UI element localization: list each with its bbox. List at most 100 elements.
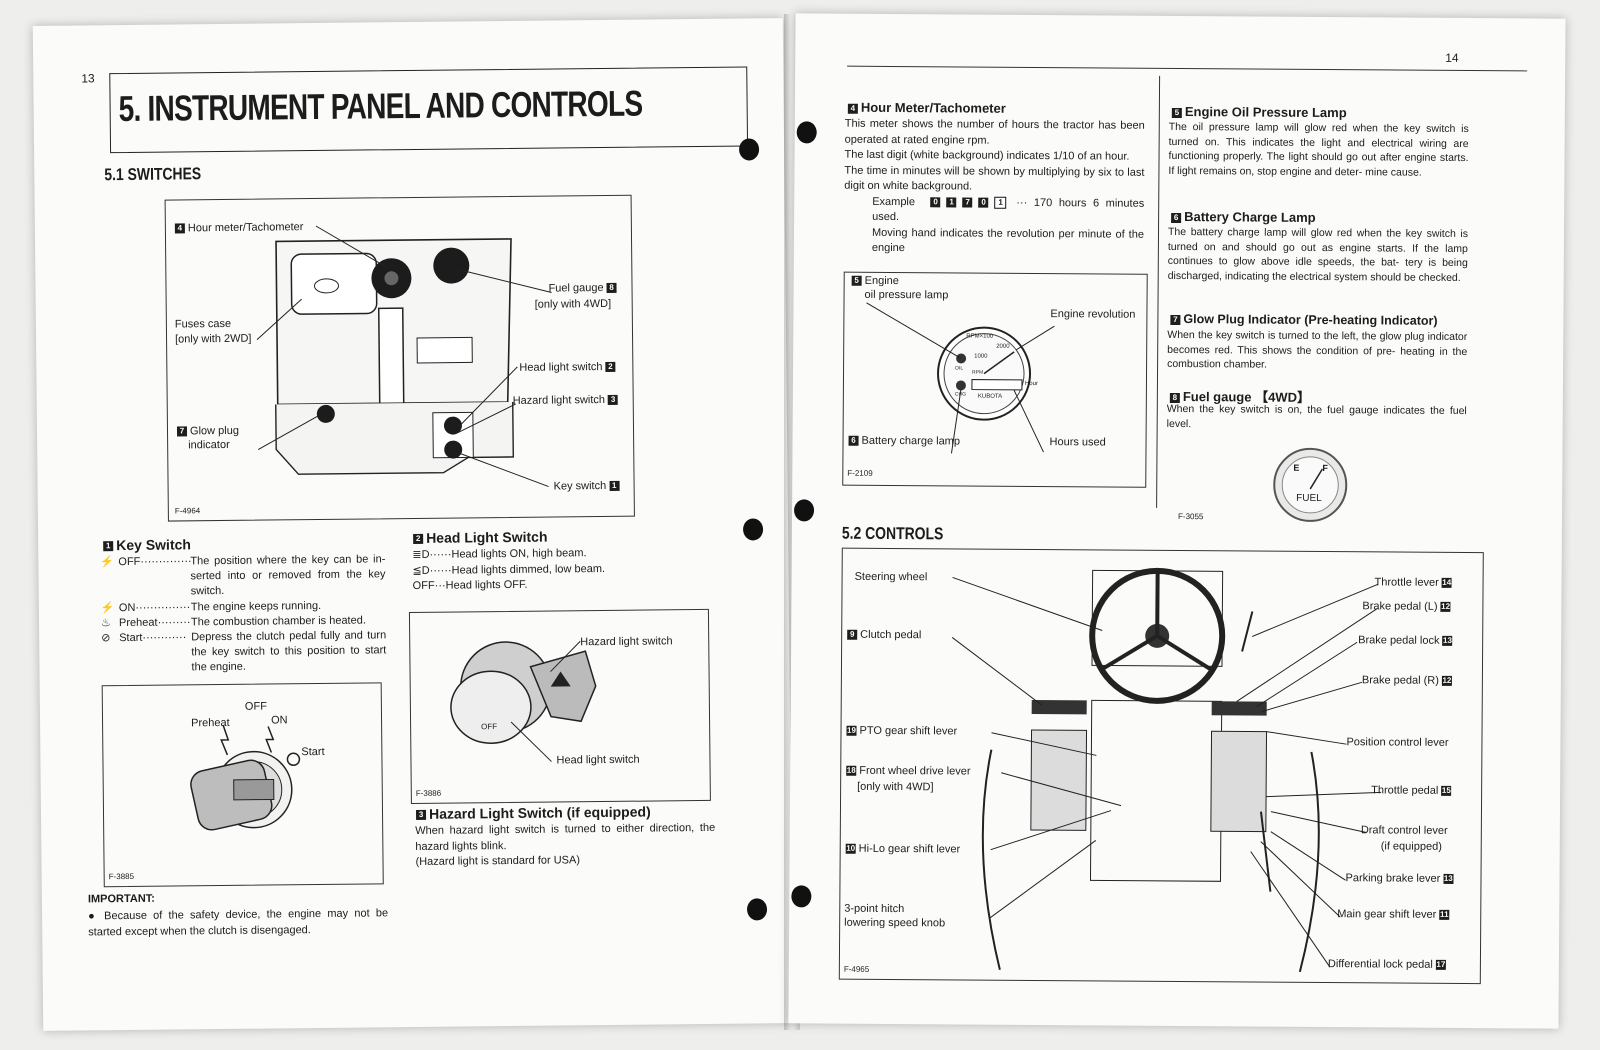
hazard-switch-label: Hazard light switch	[580, 635, 673, 649]
oil-lamp-text: The oil pressure lamp will glow red when…	[1168, 120, 1469, 179]
start-label: Start	[301, 745, 325, 759]
tractor-controls-illustration	[951, 567, 1382, 973]
front-wheel-drive-note: [only with 4WD]	[857, 780, 934, 794]
binder-hole	[793, 499, 815, 522]
gauge-e-label: E	[1293, 462, 1300, 473]
oil-pressure-label: oil pressure lamp	[864, 288, 949, 302]
draft-control-lever-label: Draft control lever	[1360, 824, 1448, 837]
fuel-gauge-text: When the key switch is on, the fuel gaug…	[1166, 402, 1467, 430]
three-point-hitch-label: 3-point hitch	[844, 902, 905, 916]
figure-code: F-4964	[174, 506, 201, 516]
chapter-title-box: 5. INSTRUMENT PANEL AND CONTROLS	[109, 66, 749, 154]
draft-control-note: (if equipped)	[1380, 840, 1442, 853]
tachometer-figure: RPM×100 2000 1000 OIL CHG RPM Hour KUBOT…	[842, 271, 1148, 488]
page-number: 13	[81, 71, 95, 86]
binder-hole	[742, 518, 764, 541]
fuel-gauge-figure: E F FUEL	[1260, 445, 1361, 526]
dial-mark: 2000	[996, 343, 1010, 350]
heater-icon: ♨	[100, 617, 111, 630]
on-label: ON	[270, 714, 288, 727]
glow-plug-text: When the key switch is turned to the lef…	[1167, 328, 1468, 371]
dashboard-illustration	[256, 225, 552, 488]
figure-code: F-3885	[108, 871, 135, 882]
hour-meter-text: This meter shows the number of hours the…	[844, 117, 1145, 255]
steering-wheel-label: Steering wheel	[854, 570, 928, 584]
hazard-figure: Hazard light switch Head light switch OF…	[408, 608, 711, 805]
key-figure: Preheat OFF ON Start F-3885	[101, 682, 384, 888]
head-switch-label: Head light switch	[556, 753, 640, 767]
dial-brand-text: KUBOTA	[977, 393, 1003, 400]
fuel-gauge-illustration	[1273, 447, 1348, 522]
important-heading: IMPORTANT:	[87, 892, 155, 906]
start-icon: ⊘	[101, 632, 111, 645]
lightning-icon: ⚡	[100, 556, 115, 569]
dial-top-text: RPM×100	[966, 333, 994, 340]
figure-code: F-3055	[1178, 512, 1204, 522]
key-switch-illustration	[190, 724, 301, 831]
gauge-fuel-label: FUEL	[1296, 492, 1322, 505]
dial-rpm-text: RPM	[972, 369, 984, 376]
important-text: ● Because of the safety device, the engi…	[88, 907, 389, 938]
figure-code: F-4965	[843, 964, 870, 974]
dial-mark: 1000	[974, 353, 988, 360]
controls-title: 5.2 CONTROLS	[841, 523, 944, 544]
battery-lamp-text: The battery charge lamp will glow red wh…	[1167, 225, 1469, 284]
page-number: 14	[1445, 50, 1459, 65]
brake-pedal-r-label: Brake pedal (R)12	[1361, 674, 1452, 687]
tachometer-illustration	[866, 302, 1055, 454]
fuses-case-note: [only with 2WD]	[174, 332, 252, 346]
head-light-list: ≣D······Head lights ON, high beam. ≦D···…	[412, 547, 606, 593]
brake-pedal-l-label: Brake pedal (L)12	[1362, 600, 1451, 613]
off-label: OFF	[244, 700, 267, 713]
low-beam-icon: ≦D	[412, 564, 430, 577]
binder-hole	[746, 898, 768, 921]
left-page: 13 5. INSTRUMENT PANEL AND CONTROLS 5.1 …	[32, 18, 794, 1031]
glow-plug-label-2: indicator	[188, 438, 230, 452]
key-switch-start-row: ⊘ Start············ Depress the clutch p…	[101, 629, 387, 674]
engine-revolution-label: Engine revolution	[1050, 308, 1136, 321]
fuel-gauge-note: [only with 4WD]	[534, 297, 612, 311]
preheat-label: Preheat	[191, 716, 230, 730]
high-beam-icon: ≣D	[412, 548, 430, 562]
header-rule	[847, 65, 1528, 72]
fuses-case-label: Fuses case	[174, 317, 232, 331]
position-control-lever-label: Position control lever	[1346, 736, 1449, 749]
lightning-icon: ⚡	[100, 602, 115, 615]
hours-used-label: Hours used	[1049, 436, 1106, 449]
dial-oil-text: OIL	[955, 365, 964, 372]
off-label: OFF	[481, 722, 498, 732]
dial-chg-text: CHG	[954, 391, 967, 398]
lowering-speed-knob-label: lowering speed knob	[844, 916, 946, 930]
binder-hole	[738, 138, 760, 161]
dial-hour-text: Hour	[1024, 380, 1038, 388]
hazard-switch-illustration	[450, 640, 597, 762]
binder-hole	[796, 121, 817, 144]
gauge-f-label: F	[1322, 463, 1328, 474]
column-rule	[1156, 75, 1161, 508]
